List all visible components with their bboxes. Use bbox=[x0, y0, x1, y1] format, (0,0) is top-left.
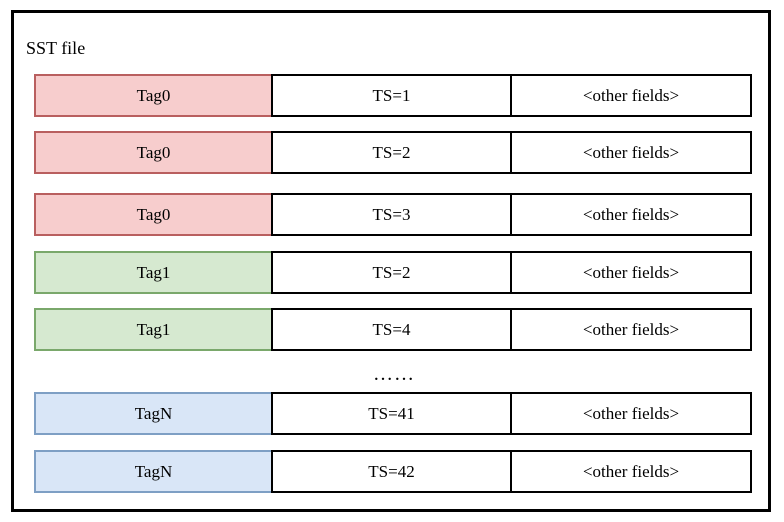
record-row: Tag0 TS=3 <other fields> bbox=[34, 193, 754, 236]
record-tag-cell: Tag1 bbox=[34, 251, 273, 294]
ellipsis-indicator: …… bbox=[373, 362, 415, 385]
sst-file-title: SST file bbox=[26, 38, 86, 58]
record-row: Tag0 TS=2 <other fields> bbox=[34, 131, 754, 174]
record-tag-cell: Tag0 bbox=[34, 193, 273, 236]
record-tag-cell: Tag0 bbox=[34, 74, 273, 117]
record-tag-cell: TagN bbox=[34, 392, 273, 435]
record-timestamp-cell: TS=41 bbox=[271, 392, 512, 435]
record-other-cell: <other fields> bbox=[510, 392, 752, 435]
record-other-cell: <other fields> bbox=[510, 308, 752, 351]
record-row: Tag1 TS=2 <other fields> bbox=[34, 251, 754, 294]
record-other-cell: <other fields> bbox=[510, 131, 752, 174]
record-other-cell: <other fields> bbox=[510, 193, 752, 236]
record-row: TagN TS=42 <other fields> bbox=[34, 450, 754, 493]
record-tag-cell: TagN bbox=[34, 450, 273, 493]
record-row: Tag1 TS=4 <other fields> bbox=[34, 308, 754, 351]
sst-file-container: SST file Tag0 TS=1 <other fields> Tag0 T… bbox=[11, 10, 771, 512]
record-tag-cell: Tag1 bbox=[34, 308, 273, 351]
record-timestamp-cell: TS=2 bbox=[271, 131, 512, 174]
record-timestamp-cell: TS=2 bbox=[271, 251, 512, 294]
record-other-cell: <other fields> bbox=[510, 74, 752, 117]
record-row: Tag0 TS=1 <other fields> bbox=[34, 74, 754, 117]
record-timestamp-cell: TS=42 bbox=[271, 450, 512, 493]
record-timestamp-cell: TS=1 bbox=[271, 74, 512, 117]
record-timestamp-cell: TS=4 bbox=[271, 308, 512, 351]
record-timestamp-cell: TS=3 bbox=[271, 193, 512, 236]
record-other-cell: <other fields> bbox=[510, 450, 752, 493]
record-tag-cell: Tag0 bbox=[34, 131, 273, 174]
record-other-cell: <other fields> bbox=[510, 251, 752, 294]
record-row: TagN TS=41 <other fields> bbox=[34, 392, 754, 435]
